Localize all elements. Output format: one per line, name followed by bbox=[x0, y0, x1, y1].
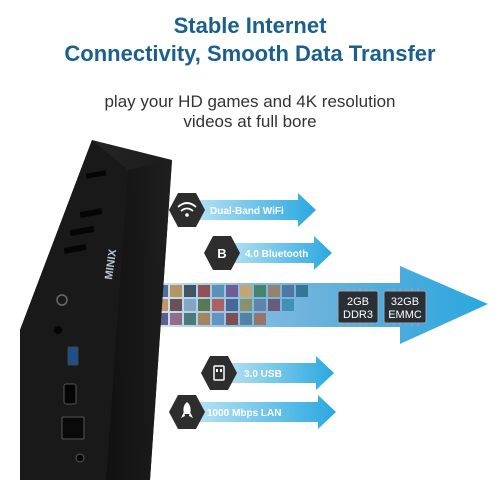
wifi-icon bbox=[169, 193, 205, 227]
headline: Stable Internet Connectivity, Smooth Dat… bbox=[0, 12, 500, 68]
bluetooth-icon: B bbox=[204, 236, 240, 270]
headline-line-2: Connectivity, Smooth Data Transfer bbox=[64, 41, 436, 66]
feature-wifi-arrow: Dual-Band WiFi bbox=[169, 193, 316, 227]
ram-chip: 2GB DDR3 bbox=[337, 288, 379, 326]
usb-port bbox=[67, 346, 79, 366]
chip-storage-type: EMMC bbox=[388, 309, 422, 321]
chip-ram-size: 2GB bbox=[347, 296, 369, 308]
mini-pc-device: MINIX bbox=[20, 140, 172, 480]
feature-usb-arrow: 3.0 USB bbox=[201, 356, 334, 390]
subheadline: play your HD games and 4K resolution vid… bbox=[0, 92, 500, 132]
feature-label-lan: 1000 Mbps LAN bbox=[207, 408, 281, 419]
svg-text:B: B bbox=[217, 246, 226, 261]
usb-icon bbox=[201, 356, 237, 390]
hdmi-port bbox=[63, 383, 77, 405]
power-icon bbox=[56, 294, 68, 306]
brand-logo: MINIX bbox=[103, 248, 119, 281]
rocket-icon bbox=[169, 395, 205, 429]
feature-label-bluetooth: 4.0 Bluetooth bbox=[245, 249, 308, 260]
data-transfer-arrow bbox=[118, 266, 488, 344]
chip-ram-type: DDR3 bbox=[343, 309, 373, 321]
storage-chip: 32GB EMMC bbox=[383, 288, 427, 326]
subheadline-line-1: play your HD games and 4K resolution bbox=[104, 92, 396, 111]
subheadline-line-2: videos at full bore bbox=[183, 112, 317, 131]
chip-storage-size: 32GB bbox=[391, 296, 419, 308]
feature-label-wifi: Dual-Band WiFi bbox=[210, 206, 284, 217]
feature-bluetooth-arrow: B 4.0 Bluetooth bbox=[204, 236, 332, 270]
ethernet-port bbox=[61, 416, 85, 440]
headline-line-1: Stable Internet bbox=[173, 13, 327, 38]
feature-lan-arrow: 1000 Mbps LAN bbox=[169, 395, 336, 429]
feature-label-usb: 3.0 USB bbox=[244, 369, 282, 380]
